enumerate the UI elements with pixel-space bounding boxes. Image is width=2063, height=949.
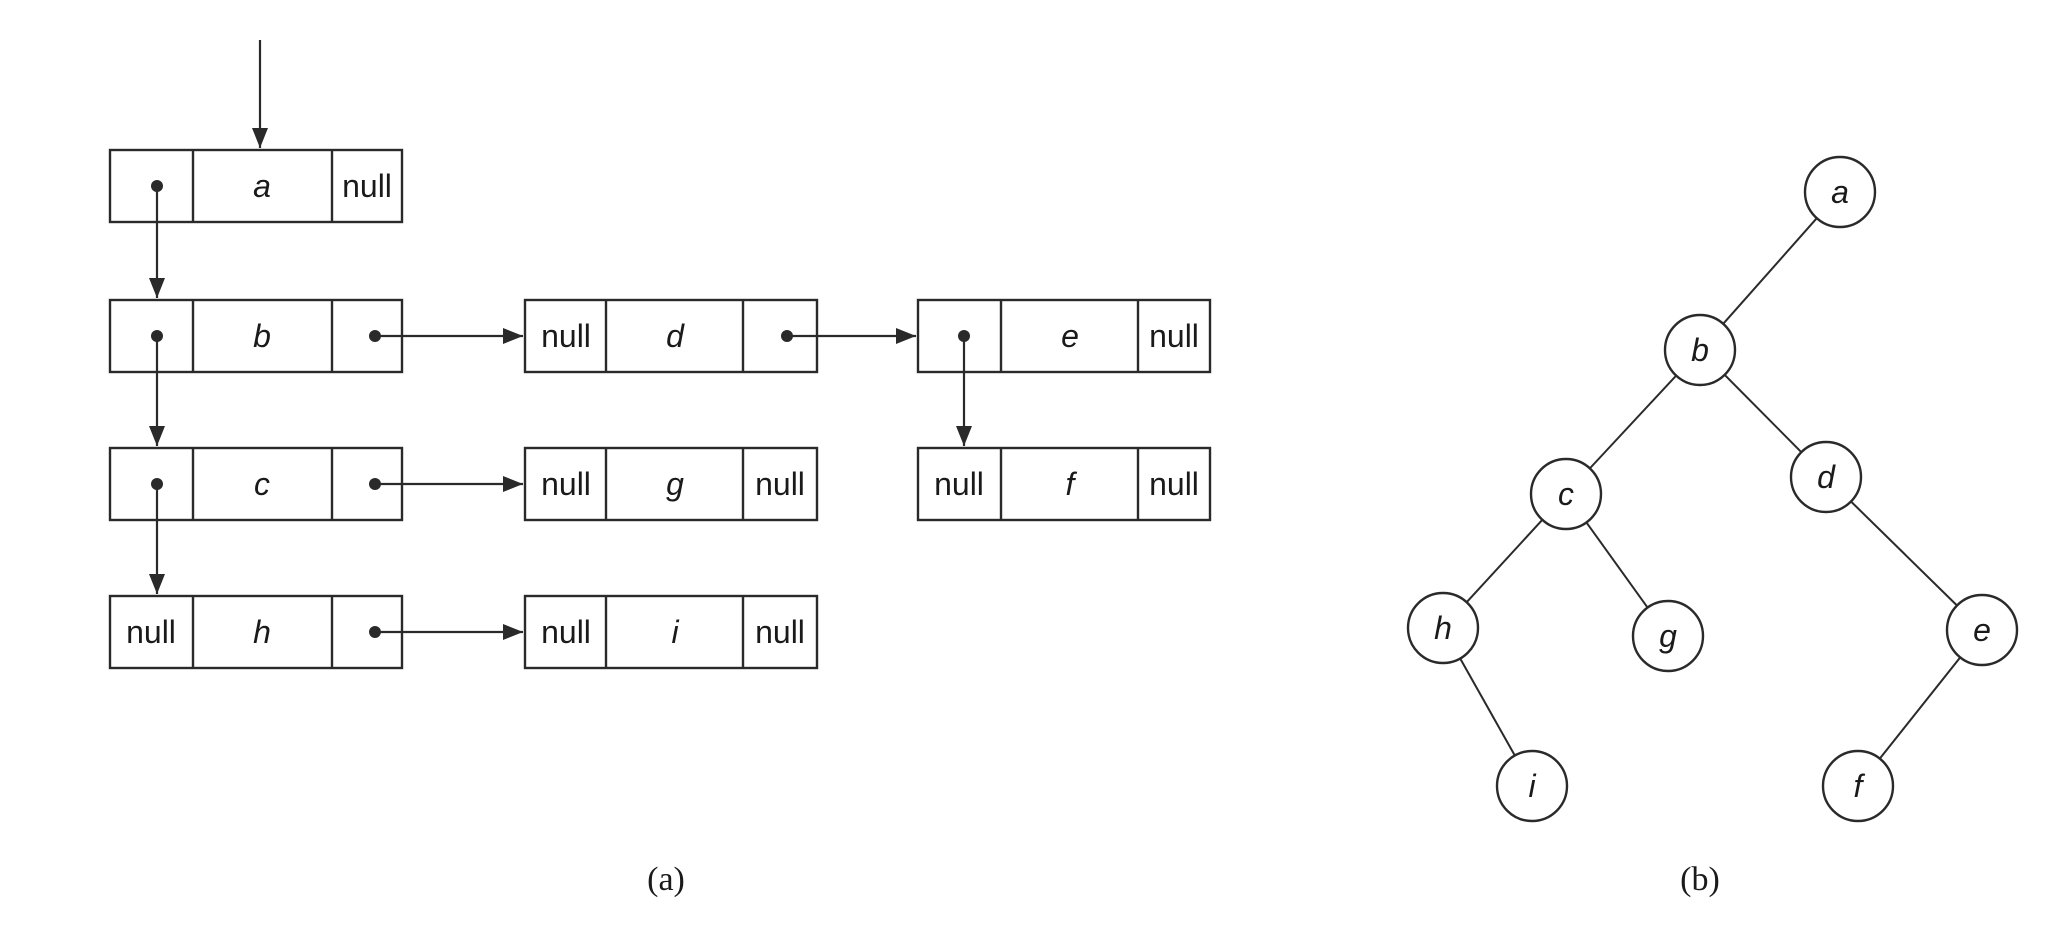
linked-node-d: null d [523, 298, 819, 374]
tree-edge-a-b [1722, 217, 1818, 325]
tree-node-c: c [1529, 457, 1603, 531]
tree-node-h-label: h [1434, 610, 1452, 646]
linked-node-g-right-null: null [755, 466, 805, 502]
linked-node-e-right-null: null [1149, 318, 1199, 354]
linked-node-i-right-null: null [755, 614, 805, 650]
tree-node-e: e [1945, 593, 2019, 667]
linked-node-c: c [108, 446, 404, 522]
linked-node-i: null i null [523, 594, 819, 670]
tree-edge-c-g [1585, 521, 1649, 609]
linked-node-c-key: c [254, 466, 270, 502]
tree-node-a: a [1803, 155, 1877, 229]
linked-node-e-key: e [1061, 318, 1079, 354]
tree-node-i-label: i [1528, 768, 1536, 804]
linked-node-h-left-null: null [126, 614, 176, 650]
tree-representation: a b c d h g e i f (b) [1406, 155, 2019, 898]
linked-node-e: e null [916, 298, 1212, 374]
tree-edge-h-i [1459, 658, 1516, 756]
tree-node-d: d [1789, 440, 1863, 514]
linked-node-b-key: b [253, 318, 271, 354]
tree-node-b-label: b [1691, 332, 1709, 368]
linked-node-f-left-null: null [934, 466, 984, 502]
tree-edge-e-f [1878, 656, 1962, 760]
linked-node-g-key: g [666, 466, 684, 502]
tree-edge-b-c [1589, 374, 1677, 470]
linked-node-f: null f null [916, 446, 1212, 522]
linked-node-g-left-null: null [541, 466, 591, 502]
linked-node-a-key: a [253, 168, 271, 204]
linked-node-d-left-null: null [541, 318, 591, 354]
linked-node-h-key: h [253, 614, 271, 650]
linked-node-b: b [108, 298, 404, 374]
tree-edge-c-h [1465, 519, 1544, 603]
linked-node-h: null h [108, 594, 404, 670]
tree-edge-d-e [1850, 500, 1958, 607]
linked-node-d-key: d [666, 318, 685, 354]
caption-b: (b) [1680, 861, 1720, 898]
tree-node-d-label: d [1817, 459, 1836, 495]
tree-edge-b-d [1723, 374, 1803, 453]
tree-node-g: g [1631, 599, 1705, 673]
linked-node-f-right-null: null [1149, 466, 1199, 502]
linked-representation: a null b c null h [108, 40, 1212, 898]
tree-node-h: h [1406, 591, 1480, 665]
tree-node-f: f [1821, 749, 1895, 823]
tree-node-c-label: c [1558, 476, 1574, 512]
linked-node-a-right-null: null [342, 168, 392, 204]
linked-node-a: a null [108, 148, 404, 224]
linked-node-g: null g null [523, 446, 819, 522]
tree-node-e-label: e [1973, 612, 1991, 648]
tree-node-a-label: a [1831, 174, 1849, 210]
caption-a: (a) [647, 861, 685, 898]
linked-node-i-left-null: null [541, 614, 591, 650]
tree-node-b: b [1663, 313, 1737, 387]
linked-node-i-key: i [671, 614, 679, 650]
tree-node-i: i [1495, 749, 1569, 823]
tree-node-g-label: g [1659, 618, 1677, 654]
